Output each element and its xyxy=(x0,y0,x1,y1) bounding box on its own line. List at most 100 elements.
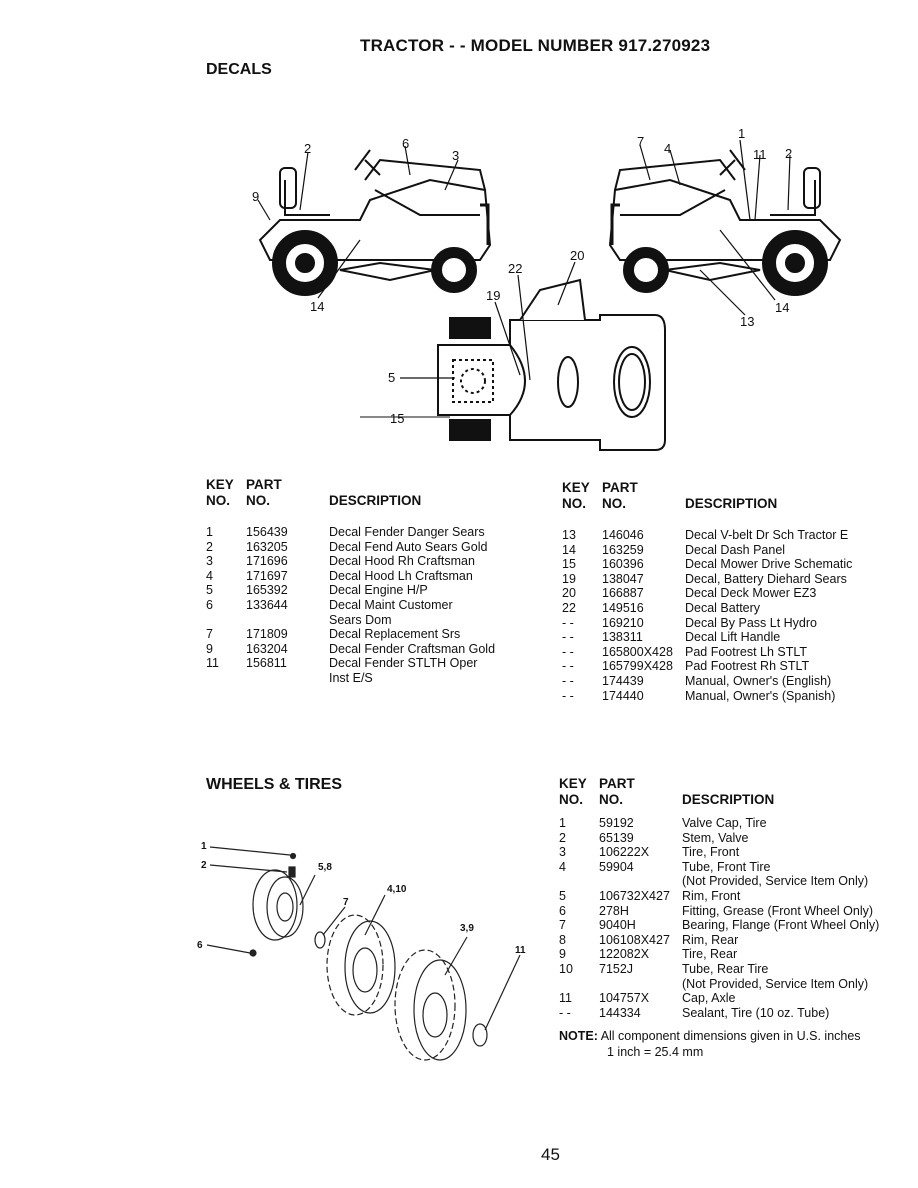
cell-desc: Decal Dash Panel xyxy=(685,542,786,557)
diagram-callouts: 2 6 3 9 14 7 4 1 11 2 14 13 20 22 19 5 1… xyxy=(252,126,792,426)
cell-part: 163259 xyxy=(602,542,644,557)
cell-part: 133644 xyxy=(246,598,288,612)
cell-desc: Pad Footrest Lh STLT xyxy=(685,644,808,659)
table-row: - - 165800X428 Pad Footrest Lh STLT xyxy=(562,645,902,660)
svg-text:3,9: 3,9 xyxy=(460,923,474,934)
svg-text:5: 5 xyxy=(388,370,395,385)
svg-text:19: 19 xyxy=(486,288,500,303)
cell-desc: Manual, Owner's (Spanish) xyxy=(685,688,836,703)
table-row: (Not Provided, Service Item Only) xyxy=(559,977,899,992)
cell-key: 7 xyxy=(206,627,213,642)
svg-text:4: 4 xyxy=(664,141,671,156)
cell-part: 156439 xyxy=(246,525,288,539)
cell-key: 5 xyxy=(559,889,566,903)
cell-desc: Decal By Pass Lt Hydro xyxy=(685,615,817,630)
cell-desc: Decal Lift Handle xyxy=(685,630,781,645)
cell-desc: Decal Fender STLTH Oper xyxy=(329,656,478,671)
svg-text:11: 11 xyxy=(515,945,526,956)
cell-desc: Valve Cap, Tire xyxy=(682,816,767,830)
cell-key: 11 xyxy=(206,656,219,671)
cell-part: 160396 xyxy=(602,557,644,572)
cell-part: 106732X427 xyxy=(599,889,670,903)
decals-left-header-desc: DESCRIPTION xyxy=(329,493,422,508)
note-text: All component dimensions given in U.S. i… xyxy=(600,1029,861,1043)
cell-part: 165799X428 xyxy=(602,659,673,674)
cell-desc: Cap, Axle xyxy=(682,991,736,1006)
cell-desc: Decal Engine H/P xyxy=(329,583,428,598)
decals-right-header-no2: NO. xyxy=(602,496,627,511)
tractor-side-view-right xyxy=(608,149,842,296)
svg-text:20: 20 xyxy=(570,248,584,263)
cell-desc: Rim, Rear xyxy=(682,932,739,947)
cell-part: 171697 xyxy=(246,568,288,583)
cell-key: 9 xyxy=(206,641,213,656)
cell-part: 149516 xyxy=(602,601,644,615)
wheels-header-desc: DESCRIPTION xyxy=(682,792,775,807)
wheels-diagram: 1 2 5,8 4,10 7 3,9 11 6 xyxy=(197,841,526,1061)
cell-desc: Decal Maint Customer xyxy=(329,598,453,612)
cell-key: 20 xyxy=(562,586,576,601)
wheels-callouts: 1 2 5,8 4,10 7 3,9 11 6 xyxy=(197,841,526,956)
cell-key: 5 xyxy=(206,583,213,598)
wheels-header-no1: NO. xyxy=(559,792,584,807)
svg-text:3: 3 xyxy=(452,148,459,163)
table-row: Sears Dom xyxy=(206,613,546,628)
cell-part: 171809 xyxy=(246,627,288,642)
cell-desc: (Not Provided, Service Item Only) xyxy=(682,874,869,889)
tractor-side-view-left xyxy=(258,149,492,296)
cell-key: - - xyxy=(559,1005,571,1020)
cell-part: 146046 xyxy=(602,528,644,542)
cell-desc: Decal V-belt Dr Sch Tractor E xyxy=(685,528,849,542)
decals-right-header-no1: NO. xyxy=(562,496,587,511)
cell-key: 19 xyxy=(562,571,576,586)
page-title: TRACTOR - - MODEL NUMBER 917.270923 xyxy=(360,36,711,55)
cell-part: 165800X428 xyxy=(602,644,673,659)
cell-desc: Bearing, Flange (Front Wheel Only) xyxy=(682,918,880,933)
svg-text:14: 14 xyxy=(775,300,789,315)
cell-part: 163204 xyxy=(246,641,288,656)
svg-text:1: 1 xyxy=(201,841,207,852)
cell-desc: Pad Footrest Rh STLT xyxy=(685,659,810,674)
cell-desc: Sealant, Tire (10 oz. Tube) xyxy=(682,1005,830,1020)
decals-right-header-part: PART xyxy=(602,480,638,495)
cell-desc: Decal Deck Mower EZ3 xyxy=(685,586,817,601)
cell-key: 1 xyxy=(206,525,213,539)
cell-desc: Decal Mower Drive Schematic xyxy=(685,557,853,572)
cell-key: 2 xyxy=(206,539,213,554)
cell-desc: Sears Dom xyxy=(329,612,392,627)
cell-key: 1 xyxy=(559,816,566,830)
page-number: 45 xyxy=(541,1145,560,1164)
tractor-top-view xyxy=(360,278,666,451)
decals-left-header-no2: NO. xyxy=(246,493,271,508)
cell-key: 6 xyxy=(206,598,213,612)
cell-part: 278H xyxy=(599,903,629,918)
svg-text:2: 2 xyxy=(304,141,311,156)
cell-key: - - xyxy=(562,644,574,659)
cell-key: 3 xyxy=(559,845,566,860)
wheels-heading: WHEELS & TIRES xyxy=(206,776,343,793)
wheels-header-no2: NO. xyxy=(599,792,624,807)
svg-text:22: 22 xyxy=(508,261,522,276)
cell-desc: Inst E/S xyxy=(329,671,373,685)
cell-part: 7152J xyxy=(599,962,634,976)
cell-key: 11 xyxy=(559,991,572,1006)
decals-heading: DECALS xyxy=(206,61,272,78)
cell-key: - - xyxy=(562,688,574,703)
table-row: Inst E/S xyxy=(206,671,546,686)
svg-text:9: 9 xyxy=(252,189,259,204)
